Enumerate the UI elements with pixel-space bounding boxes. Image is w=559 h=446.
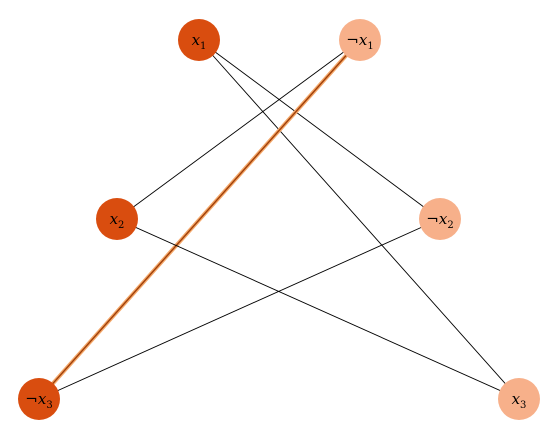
node-x3: x3 (498, 378, 540, 420)
node-circle-x2 (96, 198, 138, 240)
negation-symbol: ¬ (426, 210, 439, 228)
variable-name: x (359, 31, 368, 49)
variable-name: x (38, 390, 47, 408)
edge-not-x2-not-x3 (38, 218, 441, 400)
node-label-x2: x2 (110, 210, 125, 231)
node-circle-not-x1 (339, 19, 381, 61)
negation-symbol: ¬ (25, 390, 38, 408)
edge-x1-x3 (198, 39, 520, 400)
node-label-not-x3: ¬x3 (25, 390, 52, 411)
edges-layer (37, 38, 520, 401)
variable-subscript: 1 (200, 41, 206, 52)
node-x1: x1 (178, 19, 220, 61)
node-circle-not-x3 (18, 378, 60, 420)
node-not-x3: ¬x3 (18, 378, 60, 420)
negation-symbol: ¬ (346, 31, 359, 49)
edge-not-x1-not-x3 (38, 39, 361, 400)
variable-name: x (192, 31, 201, 49)
variable-name: x (439, 210, 448, 228)
node-not-x1: ¬x1 (339, 19, 381, 61)
node-circle-not-x2 (419, 198, 461, 240)
node-not-x2: ¬x2 (419, 198, 461, 240)
variable-subscript: 2 (118, 220, 124, 231)
node-label-x3: x3 (512, 390, 527, 411)
node-label-not-x2: ¬x2 (426, 210, 453, 231)
edge-not-x1-x2 (116, 39, 361, 220)
edge-x1-not-x2 (198, 39, 441, 220)
node-circle-x3 (498, 378, 540, 420)
node-circle-x1 (178, 19, 220, 61)
variable-name: x (110, 210, 119, 228)
variable-name: x (512, 390, 521, 408)
variable-subscript: 2 (447, 220, 453, 231)
edge-x2-x3 (116, 218, 520, 400)
node-x2: x2 (96, 198, 138, 240)
variable-subscript: 1 (367, 41, 373, 52)
variable-subscript: 3 (520, 400, 526, 411)
node-label-not-x1: ¬x1 (346, 31, 373, 52)
node-label-x1: x1 (192, 31, 207, 52)
variable-subscript: 3 (46, 400, 52, 411)
